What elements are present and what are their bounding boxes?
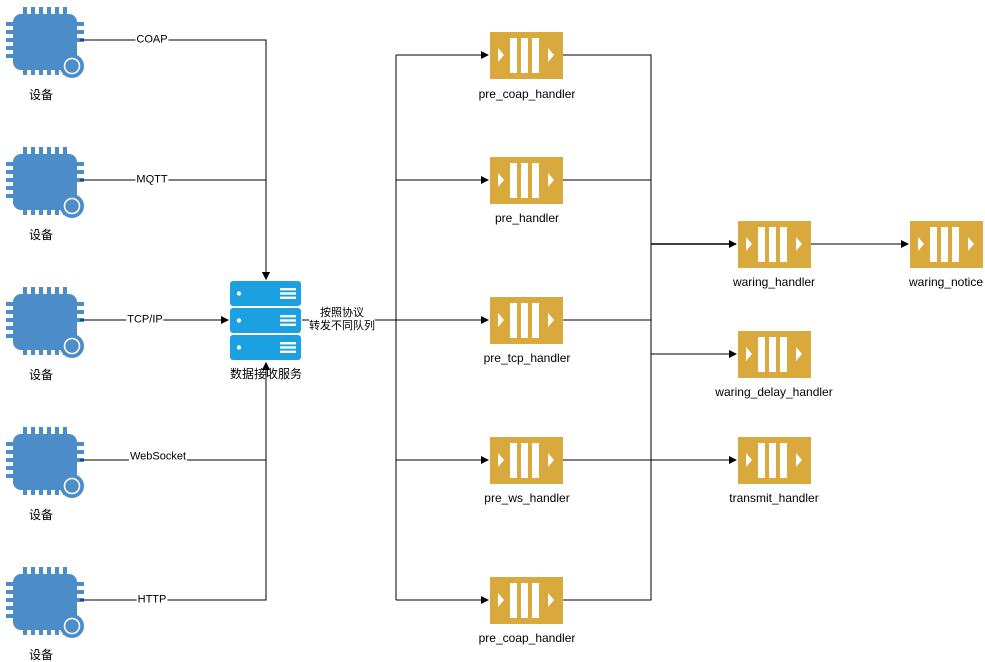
dispatch-label: 按照协议 转发不同队列 bbox=[309, 307, 375, 333]
dispatch-label-line1: 按照协议 bbox=[320, 307, 364, 319]
queue-icon bbox=[738, 331, 811, 378]
queue-label: transmit_handler bbox=[729, 491, 819, 505]
queue-label: pre_coap_handler bbox=[478, 87, 576, 101]
server-label: 数据接收服务 bbox=[229, 367, 303, 381]
queue-icon bbox=[490, 297, 563, 344]
chip-icon bbox=[5, 6, 85, 79]
edge-mqtt bbox=[80, 179, 270, 280]
edge-coap bbox=[80, 39, 270, 280]
device-label: 设备 bbox=[28, 368, 54, 382]
protocol-label-mqtt: MQTT bbox=[135, 173, 169, 187]
chip-icon bbox=[5, 146, 85, 219]
chip-icon bbox=[5, 566, 85, 639]
queue-label: waring_handler bbox=[732, 275, 816, 289]
queue-label: pre_ws_handler bbox=[484, 491, 570, 505]
device-label: 设备 bbox=[28, 228, 54, 242]
chip-icon bbox=[5, 286, 85, 359]
protocol-label-tcpip: TCP/IP bbox=[126, 313, 164, 327]
device-label: 设备 bbox=[28, 508, 54, 522]
queue-label: waring_delay_handler bbox=[715, 385, 833, 399]
queue-icon bbox=[490, 577, 563, 624]
queue-label: waring_notice bbox=[908, 275, 984, 289]
protocol-label-websocket: WebSocket bbox=[128, 450, 188, 464]
queue-icon bbox=[738, 221, 811, 268]
device-label: 设备 bbox=[28, 88, 54, 102]
queue-icon bbox=[910, 221, 983, 268]
edge-http bbox=[80, 362, 270, 601]
queue-label: pre_tcp_handler bbox=[483, 351, 571, 365]
protocol-label-coap: COAP bbox=[135, 33, 169, 47]
queue-icon bbox=[738, 437, 811, 484]
queue-icon bbox=[490, 32, 563, 79]
chip-icon bbox=[5, 426, 85, 499]
queue-label: pre_handler bbox=[494, 211, 560, 225]
queue-label: pre_coap_handler bbox=[478, 631, 576, 645]
queue-icon bbox=[490, 437, 563, 484]
device-label: 设备 bbox=[28, 648, 54, 662]
dispatch-label-line2: 转发不同队列 bbox=[309, 320, 375, 332]
server-icon bbox=[230, 281, 301, 360]
protocol-label-http: HTTP bbox=[136, 593, 168, 607]
queue-icon bbox=[490, 157, 563, 204]
